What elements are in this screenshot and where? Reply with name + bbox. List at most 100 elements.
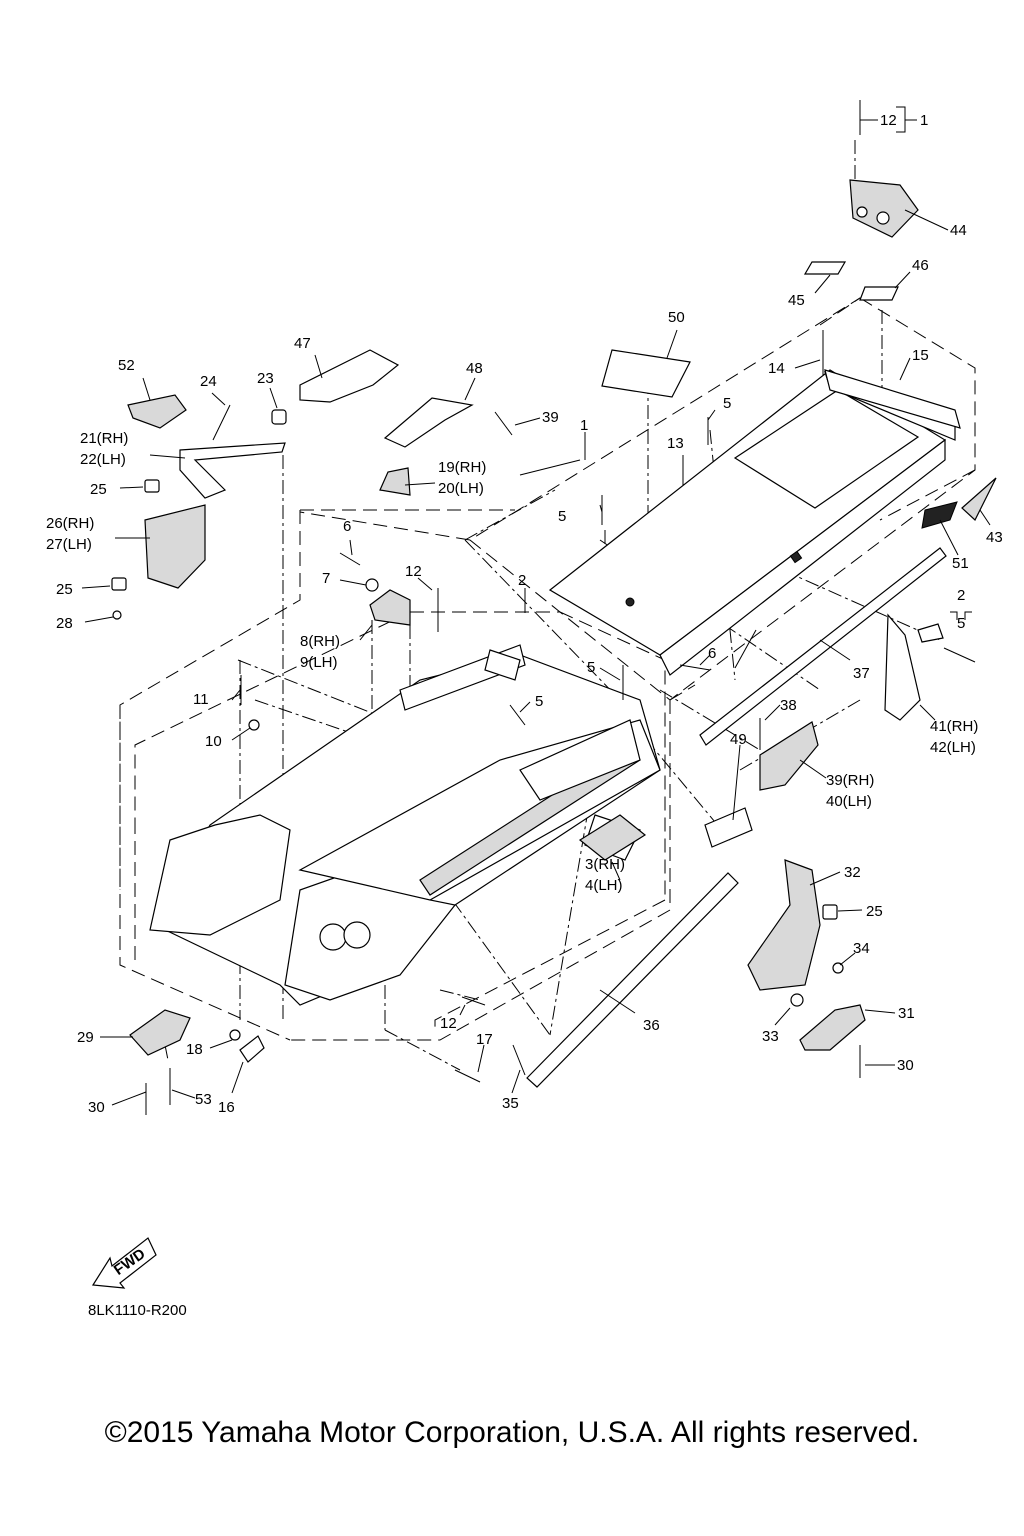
part-8-9-bracket	[369, 589, 411, 626]
callout-10: 10	[205, 733, 222, 750]
callout-29: 29	[77, 1029, 94, 1046]
part-47-pad	[299, 349, 400, 403]
part-32-bracket	[747, 859, 821, 991]
callout-2: 2	[518, 572, 526, 589]
callout-6-b: 6	[708, 645, 716, 662]
callout-26: 26(RH)	[46, 515, 94, 532]
part-44-flap	[849, 179, 919, 238]
callout-1-seat: 1	[580, 417, 588, 434]
callout-50: 50	[668, 309, 685, 326]
callout-48: 48	[466, 360, 483, 377]
callout-30-b: 30	[897, 1057, 914, 1074]
callout-52: 52	[118, 357, 135, 374]
callout-39: 39	[542, 409, 559, 426]
callout-5-top: 5	[723, 395, 731, 412]
part-19-20-fender	[379, 467, 411, 496]
callout-12-c: 12	[440, 1015, 457, 1032]
callout-44: 44	[950, 222, 967, 239]
callout-30-a: 30	[88, 1099, 105, 1116]
callout-24: 24	[200, 373, 217, 390]
callout-12-b: 12	[405, 563, 422, 580]
copyright-notice: ©2015 Yamaha Motor Corporation, U.S.A. A…	[104, 1416, 920, 1449]
callout-42: 42(LH)	[930, 739, 976, 756]
callout-28: 28	[56, 615, 73, 632]
callout-labels: 12 1 44 46 45 50 47 15 14 52 48 24 23 5 …	[46, 112, 1003, 1116]
callout-17: 17	[476, 1031, 493, 1048]
callout-3: 3(RH)	[585, 856, 625, 873]
callout-47: 47	[294, 335, 311, 352]
part-36-bar	[526, 872, 739, 1088]
part-15-rail	[824, 369, 961, 429]
part-49-block	[704, 807, 753, 848]
assembly-outlines	[119, 297, 976, 1041]
callout-37: 37	[853, 665, 870, 682]
callout-2-b: 2	[957, 587, 965, 604]
callout-5-d: 5	[535, 693, 543, 710]
callout-5-mid: 5	[558, 508, 566, 525]
callout-43: 43	[986, 529, 1003, 546]
part-21-22-bracket	[179, 442, 286, 499]
part-29-plate	[129, 1009, 191, 1056]
callout-31: 31	[898, 1005, 915, 1022]
part-16-plate	[239, 1035, 265, 1063]
callout-35: 35	[502, 1095, 519, 1112]
part-3-4-bracket	[578, 814, 647, 861]
callout-1: 1	[920, 112, 928, 129]
part-26-27-bracket	[144, 504, 206, 589]
callout-13: 13	[667, 435, 684, 452]
part-51-emblem	[921, 501, 958, 529]
callout-27: 27(LH)	[46, 536, 92, 553]
callout-16: 16	[218, 1099, 235, 1116]
callout-45: 45	[788, 292, 805, 309]
callout-11: 11	[193, 691, 209, 708]
callout-22: 22(LH)	[80, 451, 126, 468]
callout-5-bracket: 5	[957, 615, 965, 632]
callout-7: 7	[322, 570, 330, 587]
callout-23: 23	[257, 370, 274, 387]
part-39-40-gusset	[759, 721, 819, 791]
callout-53: 53	[195, 1091, 212, 1108]
callout-39-rh: 39(RH)	[826, 772, 874, 789]
callout-leaders	[81, 106, 991, 1106]
callout-33: 33	[762, 1028, 779, 1045]
callout-12: 12	[880, 112, 897, 129]
callout-19: 19(RH)	[438, 459, 486, 476]
callout-46: 46	[912, 257, 929, 274]
callout-14: 14	[768, 360, 785, 377]
callout-18: 18	[186, 1041, 203, 1058]
callout-51: 51	[952, 555, 969, 572]
callout-41: 41(RH)	[930, 718, 978, 735]
callout-25-c: 25	[866, 903, 883, 920]
part-46-decal	[859, 286, 899, 301]
part-48-pad	[383, 397, 474, 448]
fwd-arrow-icon: FWD	[91, 1237, 157, 1289]
part-52-cover	[127, 394, 187, 429]
callout-21: 21(RH)	[80, 430, 128, 447]
callout-25-a: 25	[90, 481, 107, 498]
callout-5-c: 5	[587, 659, 595, 676]
callout-15: 15	[912, 347, 929, 364]
part-45-decal	[803, 261, 847, 275]
part-37-rail	[699, 547, 947, 746]
callout-6-a: 6	[343, 518, 351, 535]
part-50-pad	[601, 349, 691, 398]
callout-40: 40(LH)	[826, 793, 872, 810]
part-23-nut	[271, 409, 287, 425]
diagram-code: 8LK1110-R200	[88, 1302, 187, 1319]
callout-8: 8(RH)	[300, 633, 340, 650]
callout-38: 38	[780, 697, 797, 714]
callout-36: 36	[643, 1017, 660, 1034]
part-43-flap	[961, 477, 997, 521]
callout-34: 34	[853, 940, 870, 957]
part-41-42-strap	[884, 613, 921, 721]
tunnel-frame	[149, 644, 661, 1006]
small-parts	[111, 100, 997, 1115]
callout-49: 49	[730, 731, 747, 748]
callout-4: 4(LH)	[585, 877, 623, 894]
callout-20: 20(LH)	[438, 480, 484, 497]
callout-32: 32	[844, 864, 861, 881]
callout-9: 9(LH)	[300, 654, 338, 671]
part-31-plate	[799, 1004, 866, 1051]
callout-25-b: 25	[56, 581, 73, 598]
